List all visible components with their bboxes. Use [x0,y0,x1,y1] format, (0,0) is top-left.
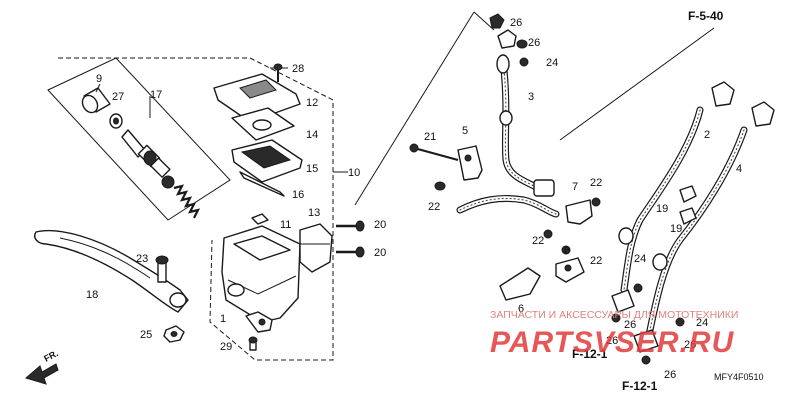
front-direction-label: FR. [42,348,59,364]
part-number-label: 26 [664,369,676,381]
reference-bottom-right: F-12-1 [622,379,658,393]
bracket-bolt [409,143,459,162]
reference-bottom-left: F-12-1 [572,347,608,361]
brake-hose-right [618,81,775,344]
watermark-brand: PARTSVSER.RU [490,326,735,359]
part-number-label: 25 [140,329,152,341]
master-cylinder-body [221,225,301,323]
part-number-label: 26 [684,339,696,351]
part-number-label: 11 [280,219,291,231]
watermark-caption: ЗАПЧАСТИ И АКСЕССУАРЫ ДЛЯ МОТОТЕХНИКИ [490,309,738,321]
part-number-label: 7 [572,181,578,193]
hose-clamp [565,199,593,225]
mirror-holder [299,223,333,273]
banjo-bolts-top [489,13,529,67]
seal-strip [239,171,285,197]
part-number-label: 22 [590,255,602,267]
stop-switch [245,311,273,333]
diaphragm [231,139,303,183]
part-number-label: 24 [634,253,646,265]
part-number-label: 26 [528,37,540,49]
pivot-nut [163,325,185,343]
part-number-label: 10 [348,167,360,179]
small-bolts-center [434,181,601,239]
joint-stay [499,267,541,301]
part-number-label: 26 [606,335,618,347]
part-number-label: 13 [308,207,320,219]
part-number-label: 22 [428,201,440,213]
part-number-label: 4 [736,163,742,175]
switch-screw [248,336,258,351]
part-number-label: 2 [704,129,710,141]
part-number-label: 12 [306,97,318,109]
hose-bracket [457,145,483,181]
brake-hose-upper [456,54,560,218]
piston-assembly [121,129,201,219]
part-number-label: 18 [86,289,98,301]
part-number-label: 21 [424,131,436,143]
part-number-label: 27 [112,91,124,103]
part-number-label: 15 [306,163,318,175]
caliper-fittings [611,283,685,365]
diaphragm-plate [231,107,295,141]
part-number-label: 23 [136,253,148,265]
brake-lever [34,229,189,313]
part-number-label: 20 [374,219,386,231]
part-number-label: 29 [220,341,232,353]
reference-top-right: F-5-40 [688,9,724,23]
part-number-label: 8 [564,245,570,257]
piston-kit-frame [47,57,231,221]
cap-screw [273,63,283,82]
part-number-label: 5 [462,125,468,137]
part-number-label: 16 [292,189,304,201]
part-number-label: 24 [546,57,558,69]
reservoir-cap [213,73,301,123]
drawing-code: MFY4F0510 [714,372,764,382]
part-number-label: 28 [292,63,304,75]
pivot-bolt [155,255,169,283]
holder-bolts [336,220,365,258]
part-number-label: 19 [656,203,668,215]
part-number-label: 22 [532,235,544,247]
small-clip [251,213,269,225]
dust-boot [81,83,111,114]
three-way-joint [555,245,585,283]
part-number-label: 20 [374,247,386,259]
part-number-label: 26 [510,17,522,29]
part-number-label: 24 [696,317,708,329]
part-number-label: 1 [220,313,226,325]
part-number-label: 6 [518,303,524,315]
part-number-label: 3 [528,91,534,103]
part-number-label: 19 [670,223,682,235]
circlip [109,113,123,129]
part-number-label: 22 [590,177,602,189]
part-number-label: 26 [624,319,636,331]
part-number-label: 9 [96,73,102,85]
center-reference-lines [354,11,715,206]
front-direction-arrow [24,363,59,385]
part-number-label: 14 [306,129,318,141]
part-number-label: 17 [150,89,162,101]
